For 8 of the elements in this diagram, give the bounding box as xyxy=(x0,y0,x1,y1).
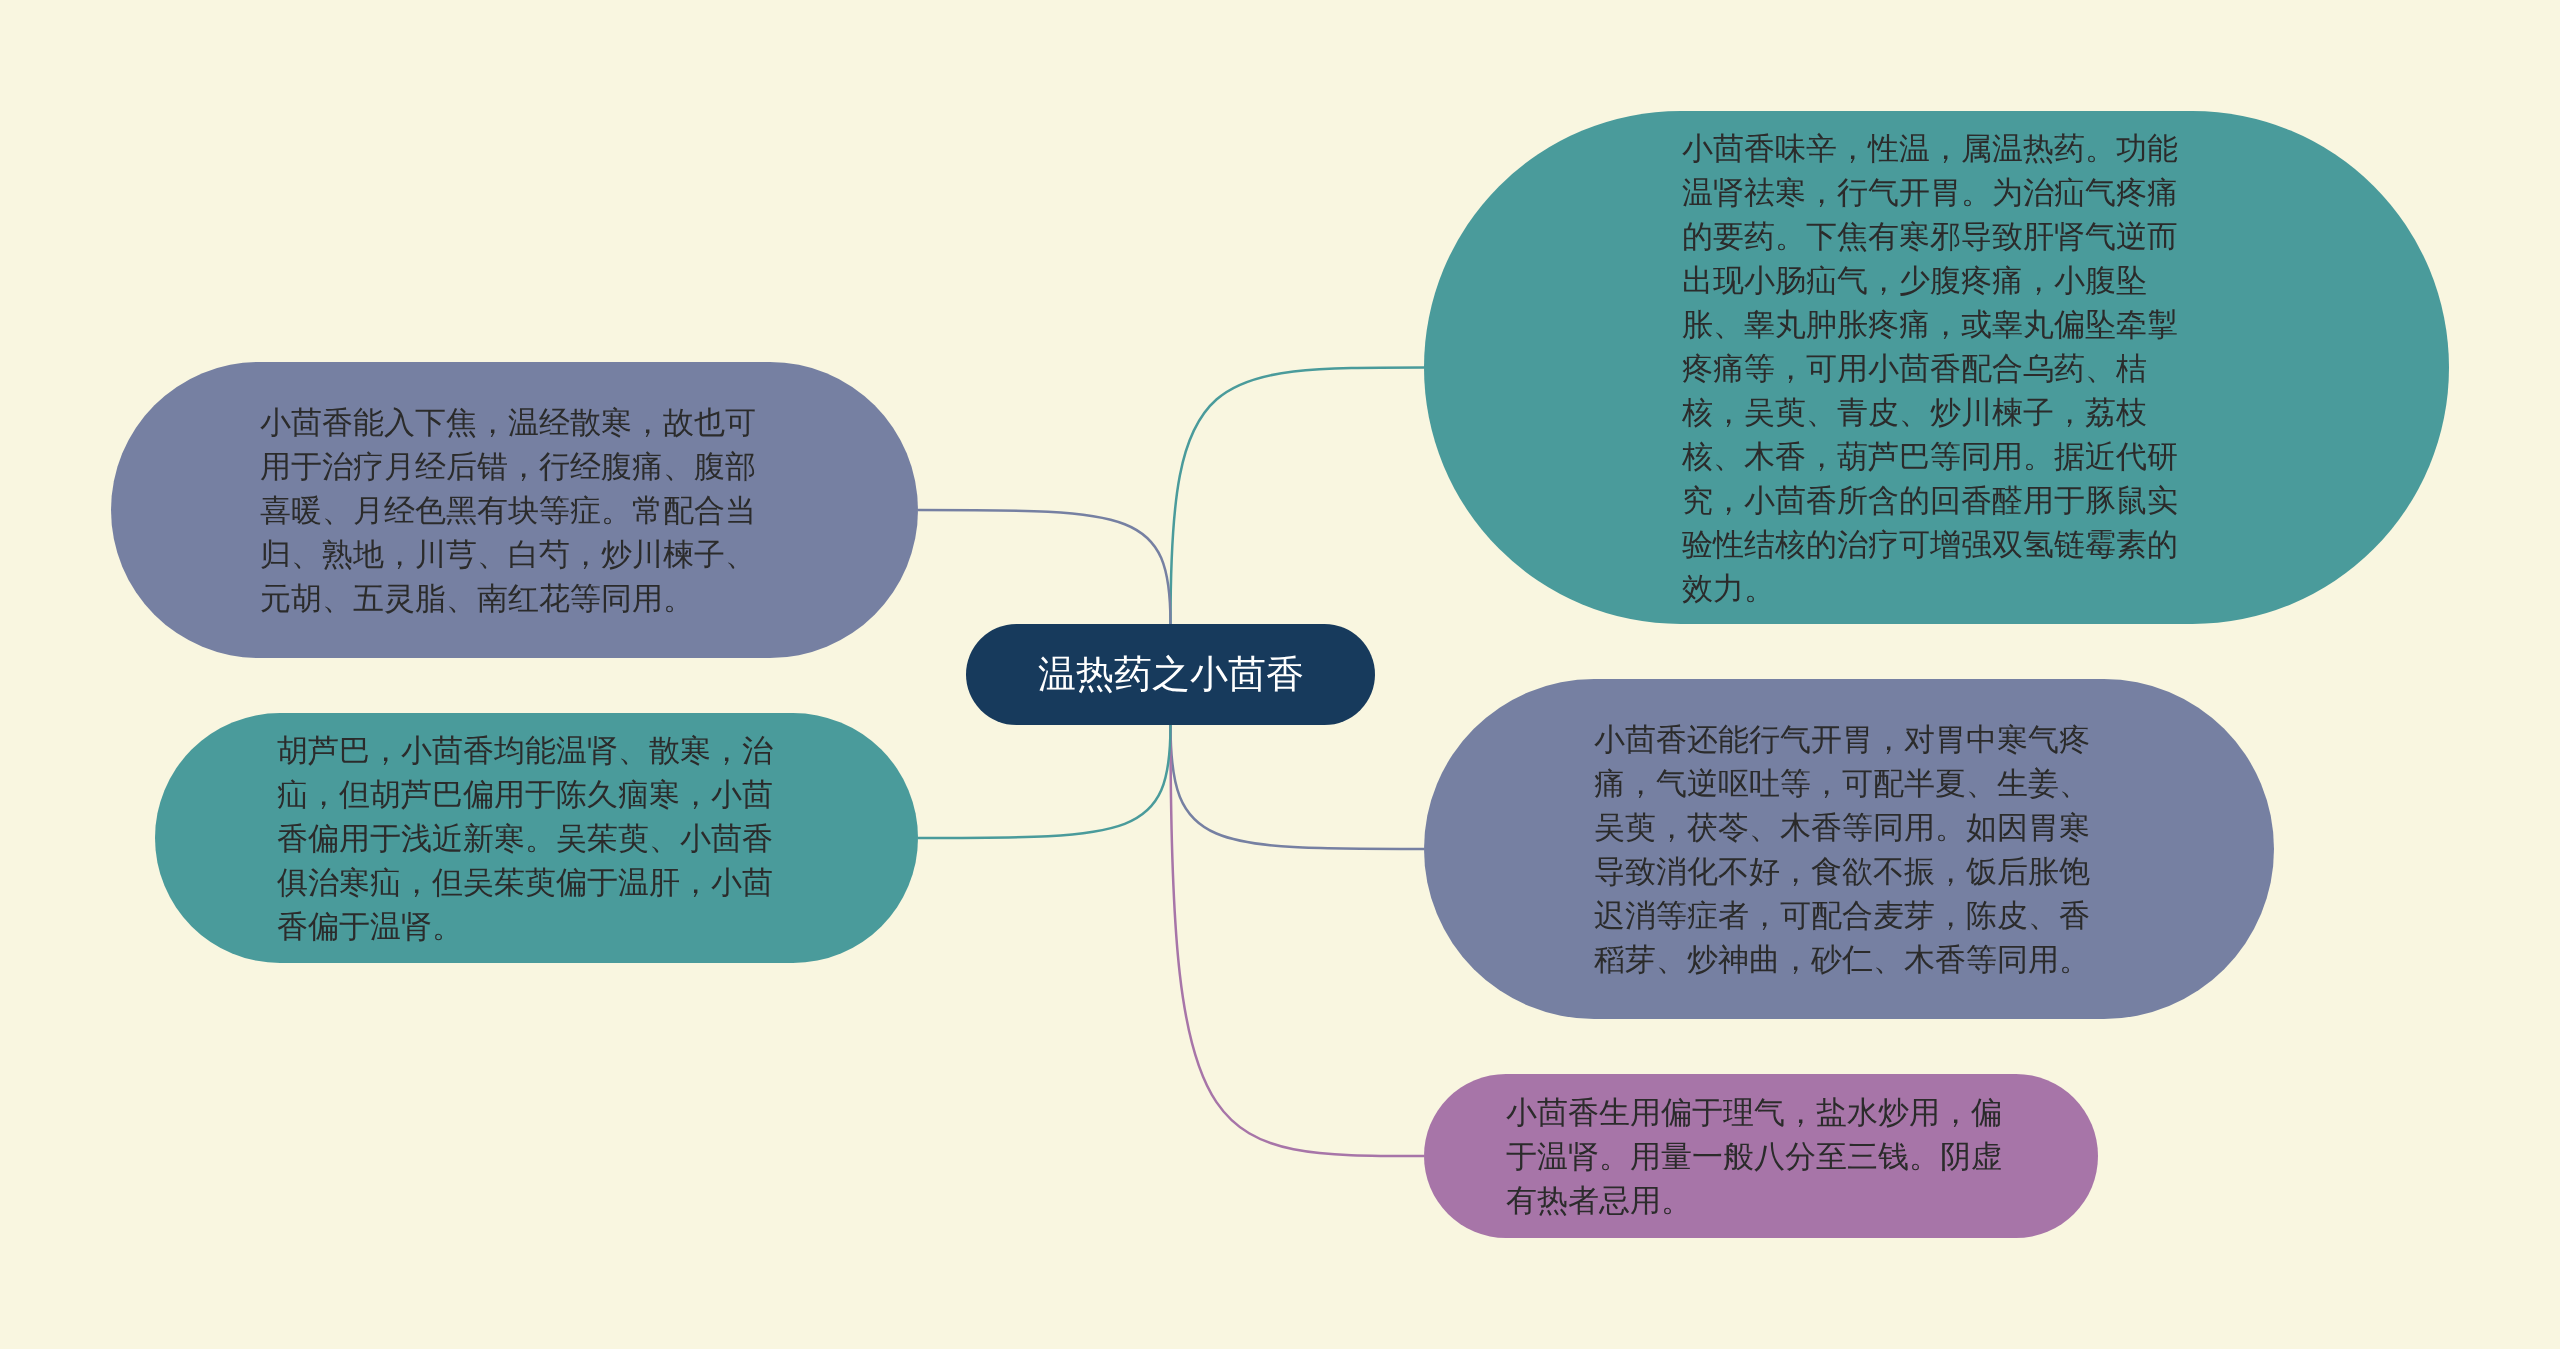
note-text: 小茴香能入下焦，温经散寒，故也可用于治疗月经后错，行经腹痛、腹部喜暖、月经色黑有块等症。常配合当归、熟地，川芎、白芍，炒川楝子、元胡、五灵脂、南红花等同用。 xyxy=(259,403,757,618)
note-text: 小茴香还能行气开胃，对胃中寒气疼痛，气逆呕吐等，可配半夏、生姜、吴萸，茯苓、木香等同用。如因胃寒导致消化不好，食欲不振，饭后胀饱迟消等症者，可配合麦芽，陈皮、香稻芽、炒神曲，砂仁、木香等同用。 xyxy=(1594,720,2091,979)
connector-line xyxy=(918,724,1172,840)
topic-text: 温热药之小茴香 xyxy=(1036,651,1305,698)
note-text: 胡芦巴，小茴香均能温肾、散寒，治疝，但胡芦巴偏用于陈久痼寒，小茴香偏用于浅近新寒。吴茱萸、小茴香俱治寒疝，但吴茱萸偏于温肝，小茴香偏于温肾。 xyxy=(276,731,774,946)
note-text: 小茴香生用偏于理气，盐水炒用，偏于温肾。用量一般八分至三钱。阴虚有热者忌用。 xyxy=(1506,1093,2003,1220)
connector-line xyxy=(918,508,1172,625)
note-text: 小茴香味辛，性温，属温热药。功能温肾祛寒，行气开胃。为治疝气疼痛的要药。下焦有寒邪导致肝肾气逆而出现小肠疝气，少腹疼痛，小腹坠胀、睾丸肿胀疼痛，或睾丸偏坠牵掣疼痛等，可用小茴香配合乌药、桔核，吴萸、青皮、炒川楝子，荔枝核、木香，葫芦巴等同用。据近代研究，小茴香所含的回香醛用于豚鼠实验性结核的治疗可增强双氢链霉素的效力。 xyxy=(1681,128,2179,608)
